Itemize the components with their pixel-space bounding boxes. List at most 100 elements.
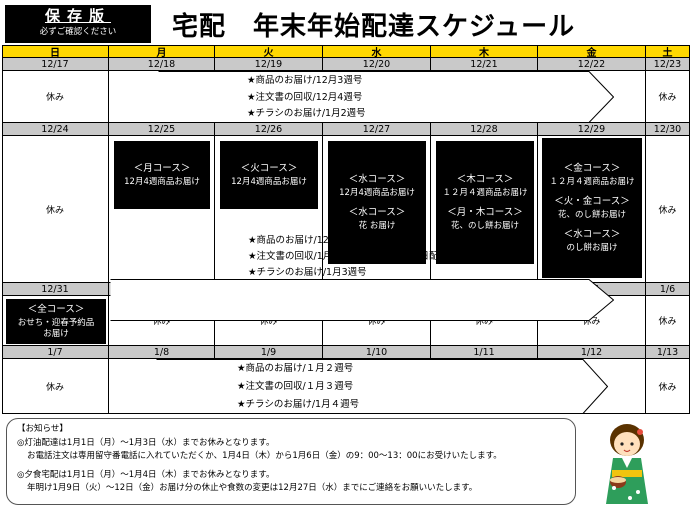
weekday-header: 火 — [215, 45, 323, 58]
day-cell: 休み — [646, 296, 690, 346]
day-cell: 休み — [109, 296, 215, 346]
course-detail: 12月4週商品お届け — [124, 176, 200, 187]
date-cell: 1/8 — [109, 346, 215, 359]
day-cell-empty — [431, 359, 538, 414]
course-heading: ＜金コース＞ — [563, 162, 621, 174]
course-detail: １２月４週商品お届け — [549, 176, 635, 187]
date-cell: 12/29 — [538, 123, 646, 136]
course-box-monday: ＜月コース＞ 12月4週商品お届け — [114, 141, 210, 209]
page-title: 宅配 年末年始配達スケジュール — [172, 12, 576, 42]
course-box-wednesday: ＜水コース＞ 12月4週商品お届け ＜水コース＞ 花 お届け — [328, 141, 426, 264]
schedule-note: ★注文書の回収/１月３週号 — [237, 381, 354, 392]
schedule-note: ★注文書の回収/12月4週号 — [247, 92, 363, 103]
date-cell: 1/2 — [215, 283, 323, 296]
day-cell-empty — [538, 359, 646, 414]
date-cell: 1/6 — [646, 283, 690, 296]
course-detail: 花 お届け — [358, 220, 396, 231]
course-detail: 花、のし餅お届け — [557, 209, 626, 220]
course-heading: ＜火コース＞ — [240, 162, 298, 174]
weekday-header: 月 — [109, 45, 215, 58]
course-detail: おせち・迎春予約品 — [17, 317, 95, 328]
day-cell-empty — [538, 71, 646, 123]
day-cell-empty — [109, 71, 215, 123]
date-cell: 1/12 — [538, 346, 646, 359]
date-cell: 12/25 — [109, 123, 215, 136]
schedule-note: ★チラシのお届け/1月2週号 — [247, 108, 366, 119]
day-cell: 休み — [2, 71, 109, 123]
date-cell: 1/5 — [538, 283, 646, 296]
date-cell: 1/10 — [323, 346, 431, 359]
course-detail: 12月4週商品お届け — [339, 187, 415, 198]
date-cell: 12/28 — [431, 123, 538, 136]
day-cell: 休み — [431, 296, 538, 346]
schedule-note: ★商品のお届け/12月3週号 — [247, 75, 363, 86]
day-cell-empty — [431, 71, 538, 123]
weekday-header: 水 — [323, 45, 431, 58]
date-cell: 12/30 — [646, 123, 690, 136]
weekday-header: 土 — [646, 45, 690, 58]
day-cell: 休み — [646, 71, 690, 123]
course-box-new-year: ＜全コース＞ おせち・迎春予約品お届け — [6, 299, 106, 344]
date-cell: 1/1 — [109, 283, 215, 296]
course-detail: 12月4週商品お届け — [231, 176, 307, 187]
date-cell: 1/4 — [431, 283, 538, 296]
weekday-header: 金 — [538, 45, 646, 58]
badge-title: 保存版 — [44, 7, 111, 25]
day-cell: 休み — [538, 296, 646, 346]
date-cell: 12/23 — [646, 58, 690, 71]
day-cell-empty — [109, 359, 215, 414]
day-cell: 休み — [646, 359, 690, 414]
date-cell: 12/17 — [2, 58, 109, 71]
day-cell: 休み — [215, 296, 323, 346]
course-heading: ＜全コース＞ — [27, 303, 85, 315]
keep-badge: 保存版 必ずご確認ください — [5, 5, 151, 43]
weekday-header: 木 — [431, 45, 538, 58]
notice-line-4: 年明け1月9日（火）～12日（金）お届け分の休止や食数の変更は12月27日（水）… — [27, 483, 478, 493]
weekday-header: 日 — [2, 45, 109, 58]
schedule-note: ★商品のお届け/１月２週号 — [237, 363, 354, 374]
date-cell: 1/3 — [323, 283, 431, 296]
course-detail: 花、のし餅お届け — [450, 220, 519, 231]
course-heading: ＜月・木コース＞ — [447, 206, 523, 218]
course-detail: お届け — [43, 328, 69, 339]
notice-line-2: お電話注文は専用留守番電話に入れていただくか、1月4日（木）から1月6日（金）の… — [27, 451, 502, 461]
date-cell: 1/7 — [2, 346, 109, 359]
day-cell: 休み — [2, 359, 109, 414]
schedule-note: ★商品のお届け/12月4週号 — [248, 235, 364, 246]
course-heading: ＜水コース＞ — [348, 206, 406, 218]
course-heading: ＜水コース＞ — [348, 173, 406, 185]
date-cell: 12/19 — [215, 58, 323, 71]
course-heading: ＜月コース＞ — [133, 162, 191, 174]
date-cell: 1/13 — [646, 346, 690, 359]
course-detail: １２月４週商品お届け — [442, 187, 528, 198]
schedule-note: ★チラシのお届け/1月４週号 — [237, 399, 360, 410]
date-cell: 12/18 — [109, 58, 215, 71]
date-cell: 12/22 — [538, 58, 646, 71]
date-cell: 12/20 — [323, 58, 431, 71]
date-cell: 12/21 — [431, 58, 538, 71]
notice-box: 【お知らせ】 ◎灯油配達は1月1日（月）～1月3日（水）までお休みとなります。 … — [6, 418, 576, 505]
day-cell: 休み — [2, 136, 109, 283]
notice-line-3: ◎夕食宅配は1月1日（月）～1月4日（木）までお休みとなります。 — [17, 469, 275, 480]
badge-subtitle: 必ずご確認ください — [39, 27, 117, 37]
notice-heading: 【お知らせ】 — [17, 424, 68, 434]
date-cell: 12/26 — [215, 123, 323, 136]
kimono-girl-mascot-icon — [606, 424, 648, 504]
date-cell: 12/31 — [2, 283, 109, 296]
date-cell: 1/11 — [431, 346, 538, 359]
date-cell: 12/24 — [2, 123, 109, 136]
date-cell: 12/27 — [323, 123, 431, 136]
course-heading: ＜火・金コース＞ — [554, 195, 630, 207]
course-detail: のし餅お届け — [566, 242, 618, 253]
day-cell: 休み — [323, 296, 431, 346]
date-cell: 1/9 — [215, 346, 323, 359]
course-heading: ＜水コース＞ — [563, 228, 621, 240]
course-box-friday: ＜金コース＞ １２月４週商品お届け ＜火・金コース＞ 花、のし餅お届け ＜水コース＞ のし… — [542, 138, 642, 278]
notice-line-1: ◎灯油配達は1月1日（月）～1月3日（水）までお休みとなります。 — [17, 437, 275, 448]
schedule-note: ★チラシのお届け/1月3週号 — [248, 267, 367, 278]
course-box-tuesday: ＜火コース＞ 12月4週商品お届け — [220, 141, 318, 209]
course-box-thursday: ＜木コース＞ １２月４週商品お届け ＜月・木コース＞ 花、のし餅お届け — [436, 141, 534, 264]
day-cell: 休み — [646, 136, 690, 283]
course-heading: ＜木コース＞ — [456, 173, 514, 185]
